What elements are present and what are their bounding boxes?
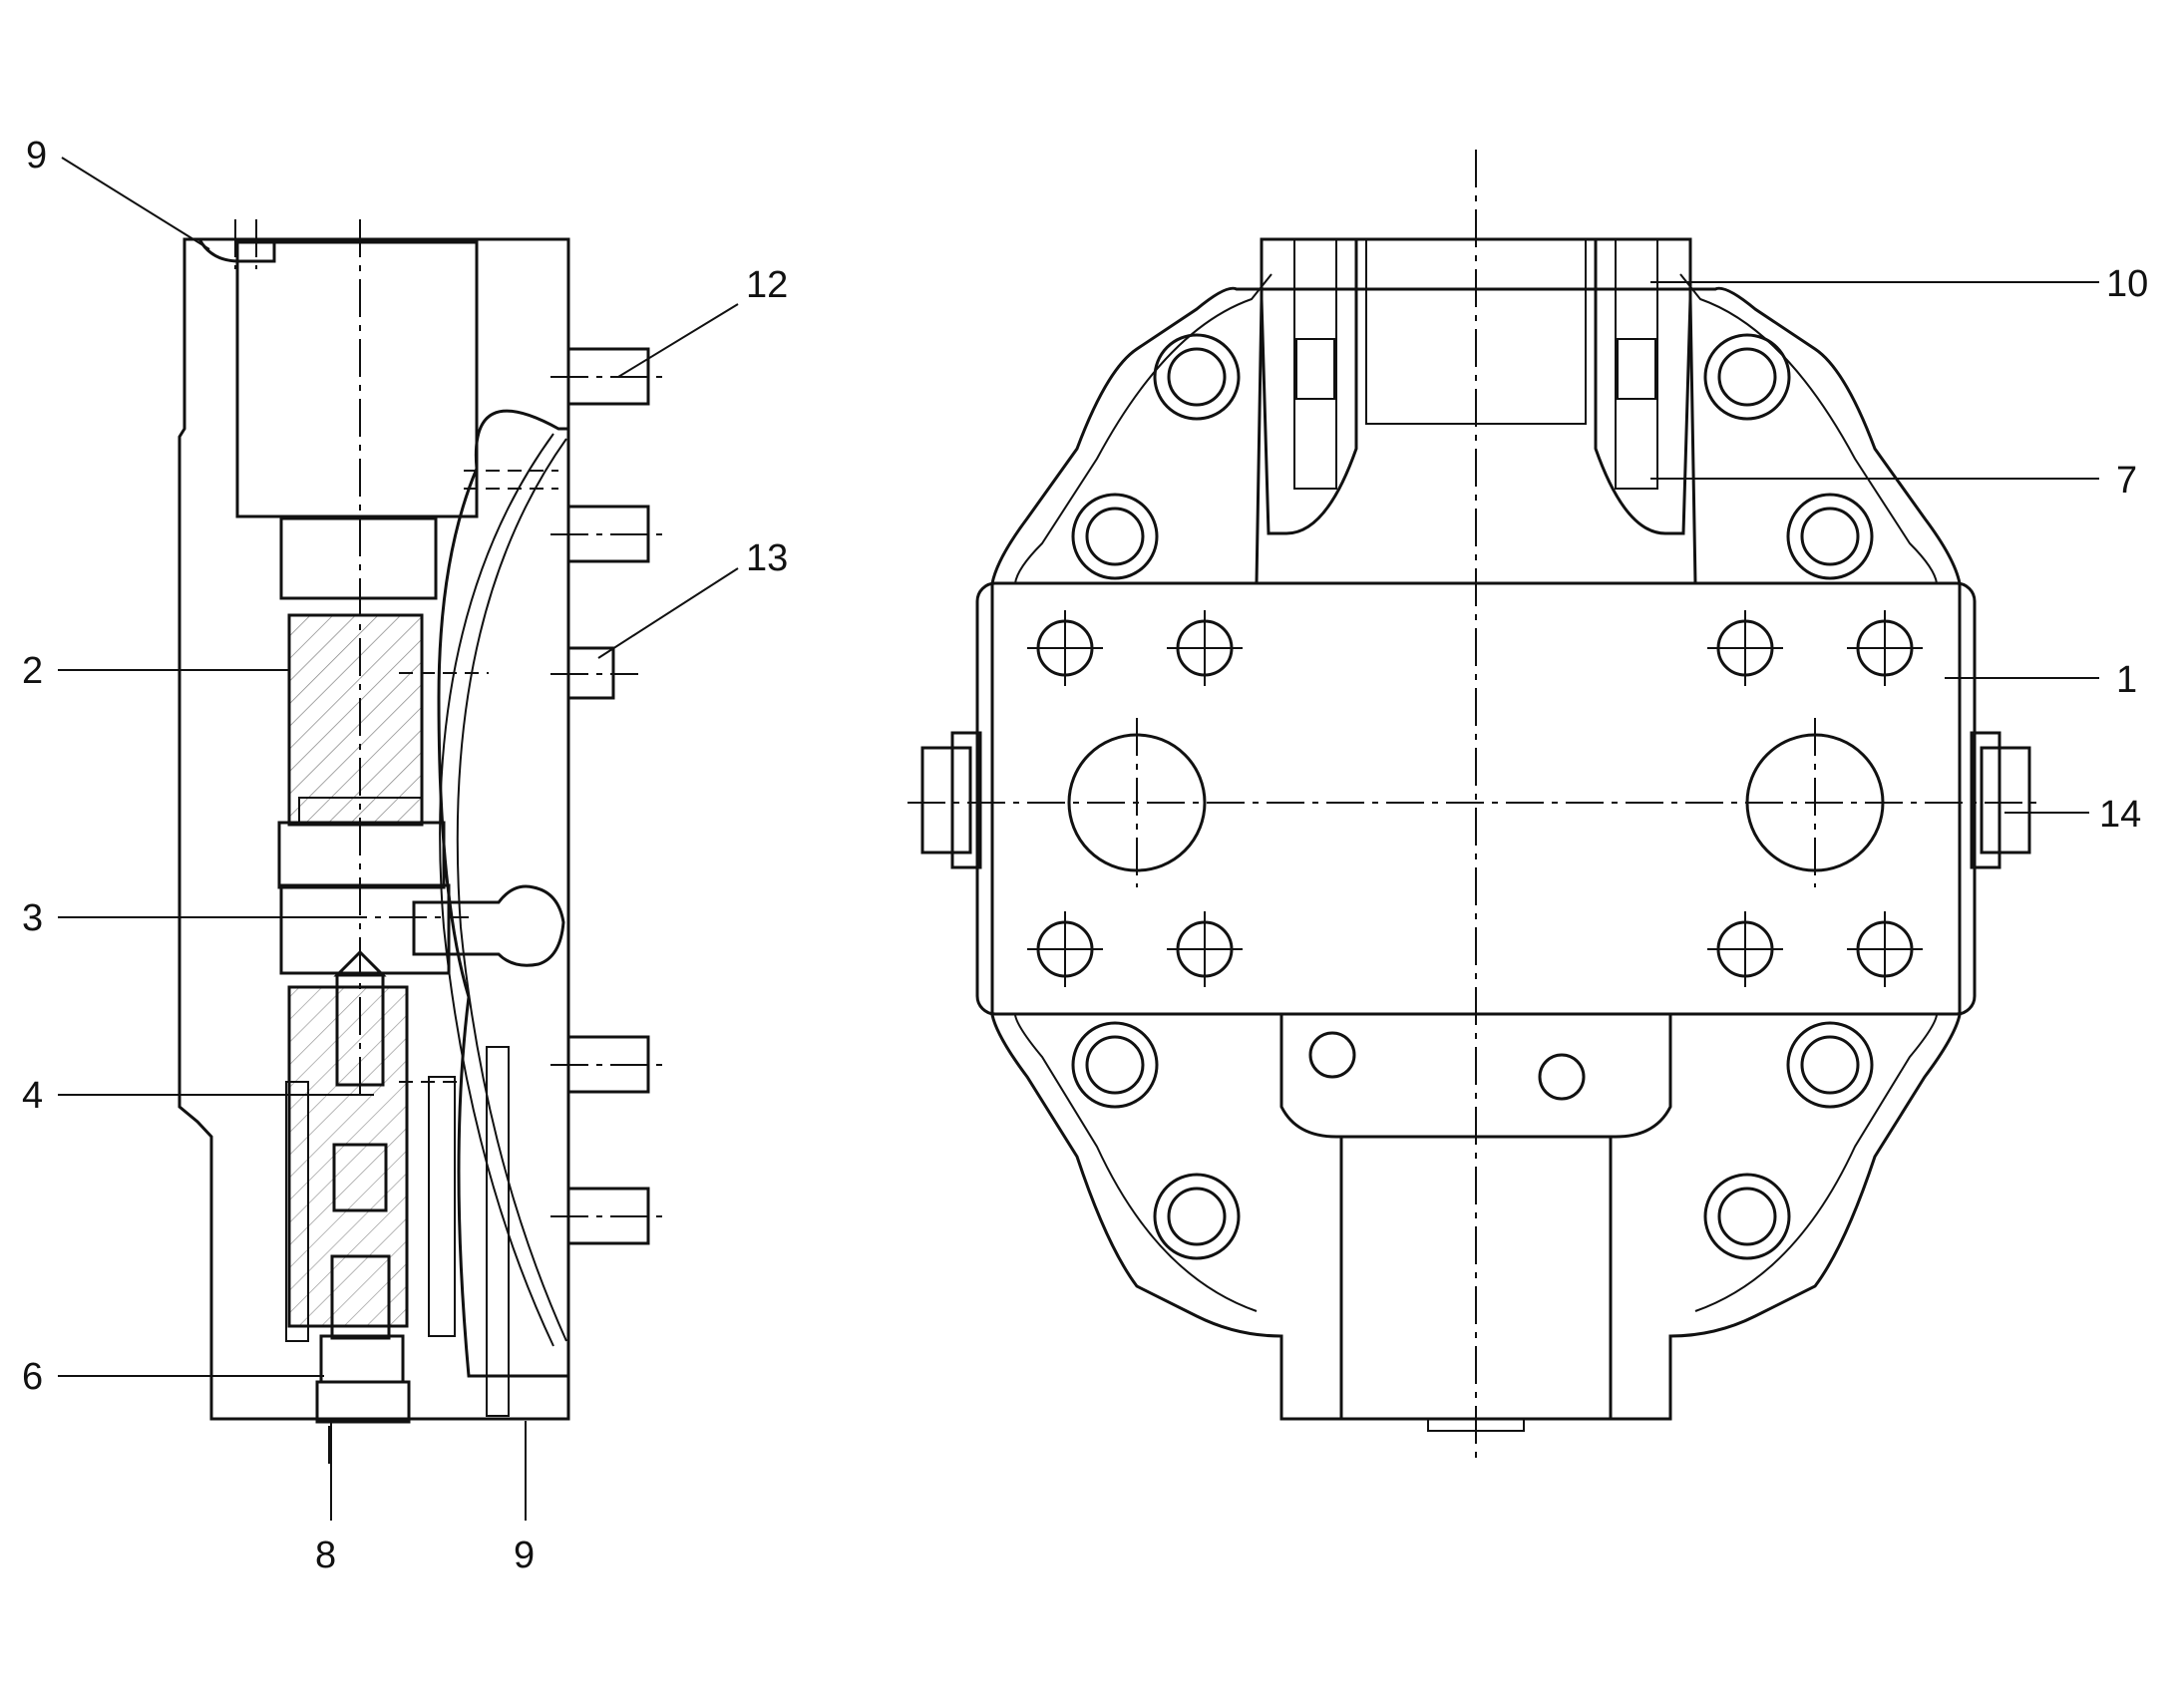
callout-9-bottom: 9: [514, 1535, 535, 1576]
callout-3: 3: [22, 897, 43, 939]
leader-lines: [58, 157, 2099, 1521]
front-view: [908, 150, 2044, 1466]
callout-10: 10: [2106, 263, 2148, 305]
callout-6: 6: [22, 1356, 43, 1398]
side-bolt-right: [1980, 746, 2031, 854]
side-bolt-left: [920, 746, 972, 854]
section-view: [178, 219, 663, 1466]
callout-14: 14: [2099, 794, 2141, 836]
frame-outline: [990, 286, 1962, 1421]
callout-7: 7: [2116, 460, 2137, 502]
callout-8: 8: [315, 1535, 336, 1576]
callout-13: 13: [746, 537, 788, 579]
callout-12: 12: [746, 264, 788, 306]
callout-1: 1: [2116, 659, 2137, 701]
callout-2: 2: [22, 650, 43, 692]
callouts: 9 12 13 2 3 4 6 8 9 10 7 1 14: [22, 135, 2148, 1576]
cap-screws: [1071, 333, 1874, 1260]
callout-4: 4: [22, 1075, 43, 1117]
callout-9-top: 9: [26, 135, 47, 176]
